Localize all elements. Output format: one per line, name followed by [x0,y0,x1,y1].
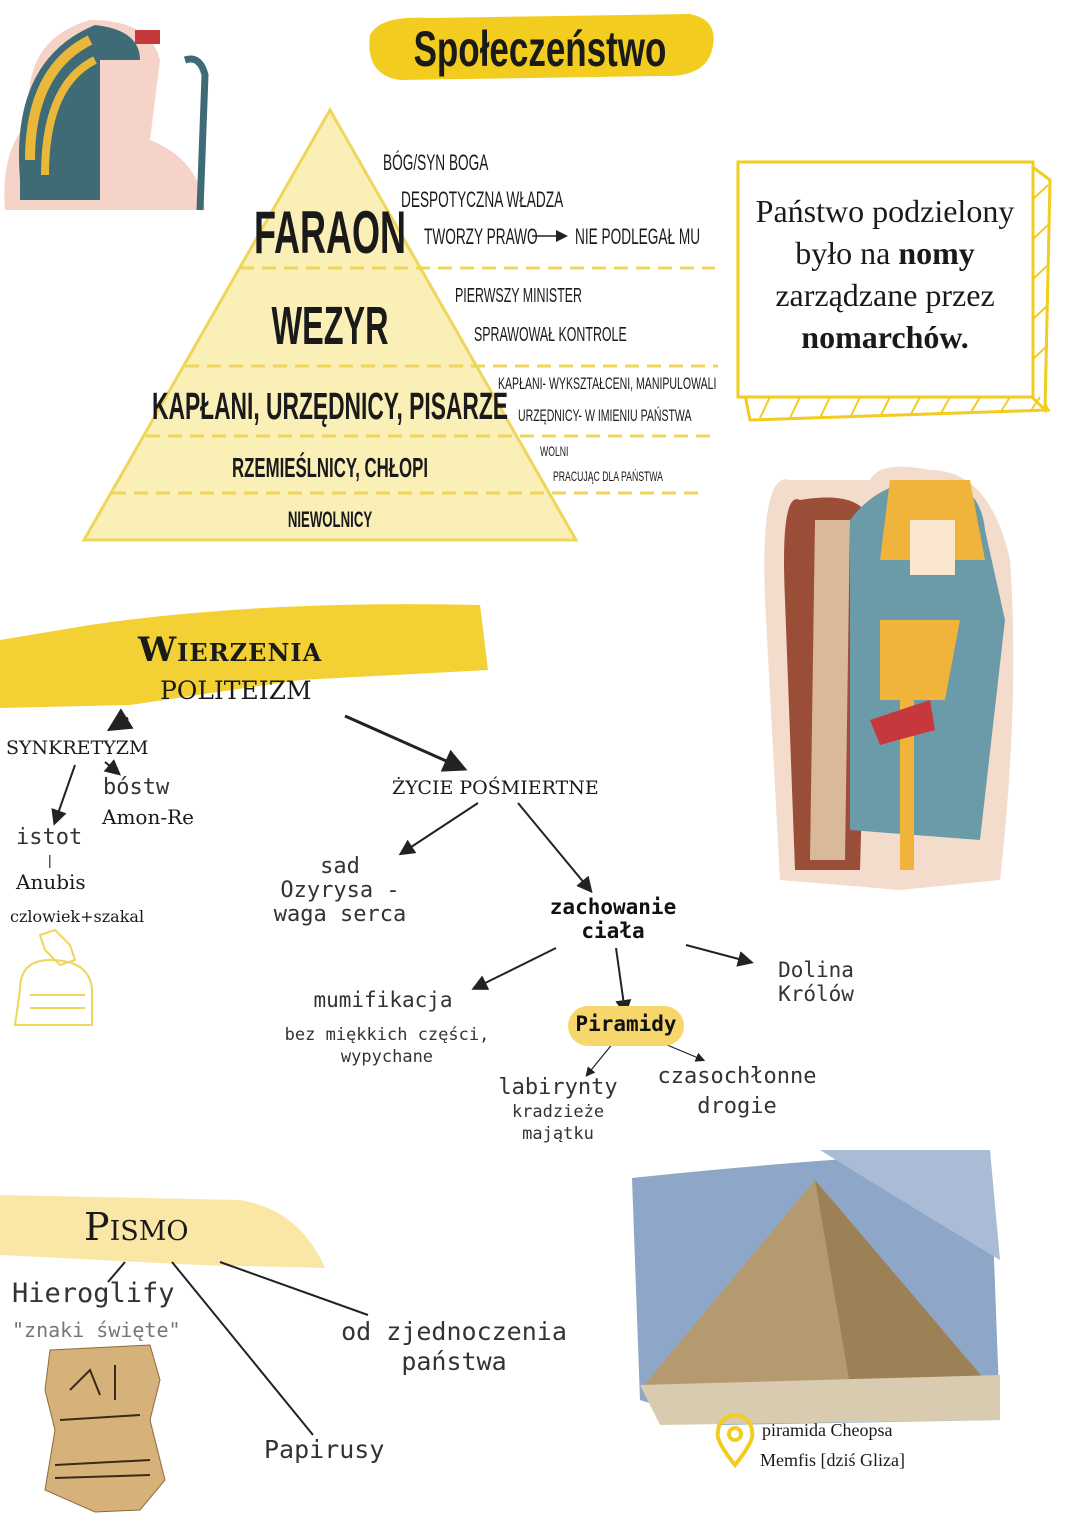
beliefs-heading: Wierzenia [138,630,323,670]
pyramid-level-faraon: FARAON [253,199,407,266]
mumifikacja: mumifikacja [313,988,453,1012]
pyramid-level-niewolnicy: NIEWOLNICY [287,507,373,532]
pyramid-photo [632,1150,1000,1425]
title-highlight [369,14,714,80]
photo-caption-1: piramida Cheopsa [762,1420,893,1440]
labirynty: labirynty [498,1075,618,1100]
note-faraon-4: NIE PODLEGAŁ MU [575,224,701,249]
kradzieze-line: majątku [522,1124,594,1144]
czasochlonne: czasochłonne drogie [658,1062,817,1122]
kradzieze-line: kradzieże [511,1102,605,1122]
note-kaplani-2: URZĘDNICY- W IMIENIU PAŃSTWA [518,406,692,425]
note-wezyr-1: PIERWSZY MINISTER [455,285,583,307]
pyramid-level-wezyr: WEZYR [271,296,389,356]
mumi-line: wypychane [340,1047,434,1067]
mumi-line: bez miękkich części, [284,1025,490,1045]
note-kaplani-1: KAPŁANI- WYKSZTAŁCENI, MANIPULOWALI [498,374,717,393]
amon-re: Amon-Re [102,805,194,829]
photo-caption-2: Memfis [dziś Gliza] [760,1450,905,1470]
czaso-line: drogie [697,1094,777,1119]
info-bold-nomarchow: nomarchów. [801,319,969,355]
info-box-frame [736,160,1052,422]
pyramid-shape [81,106,579,542]
czaso-line: czasochłonne [657,1064,817,1089]
pharaoh-illustration [4,20,209,211]
info-line-3: zarządzane przez [775,277,995,313]
note-faraon-2: DESPOTYCZNA WŁADZA [401,187,564,212]
anubis: Anubis [16,870,86,894]
connector-dash: | [48,852,52,868]
czlowiek-szakal: czlowiek+szakal [10,907,145,926]
piramidy: Piramidy [575,1012,677,1036]
papyrus-illustration [44,1344,166,1513]
papirusy: Papirusy [264,1435,385,1464]
znaki-swiete: "znaki święte" [12,1318,181,1342]
info-text: było na [795,235,899,271]
pyramid-dividers [112,266,718,495]
sad-line: sad [320,854,360,879]
info-line-1: Państwo podzielony [755,193,1015,229]
beliefs-highlight [0,604,488,708]
writing-highlight [0,1195,325,1268]
sarcophagus-illustration [764,466,1014,890]
istot: istot [16,825,83,850]
dolina-line: Dolina [778,958,854,982]
dolina-line: Królów [778,982,854,1006]
info-line-4: nomarchów. [756,316,1015,358]
mumifikacja-desc: bez miękkich części,wypychane [285,1024,490,1068]
note-faraon-3: TWORZY PRAWO [424,224,538,249]
sad-line: waga serca [273,902,407,927]
note-faraon-1: BÓG/SYN BOGA [383,150,489,175]
note-rzem-1: WOLNI [540,443,569,459]
pyramid-level-kaplani: KAPŁANI, URZĘDNICY, PISARZE [152,386,508,428]
zjed-line: państwa [401,1347,507,1376]
zachowanie-line: zachowanie [549,895,677,919]
zachowanie-line: ciała [581,919,645,943]
zycie-posmiertne: ŻYCIE POŚMIERTNE [392,777,599,799]
anubis-icon [13,928,93,1026]
sad-line: Ozyrysa - [280,878,400,903]
synkretyzm: SYNKRETYZM [6,737,149,759]
writing-heading: Pismo [84,1205,189,1249]
info-line-2: było na nomy [756,232,1015,274]
info-box-text: Państwo podzielony było na nomy zarządza… [756,190,1015,358]
pyramid-level-rzemieslnicy: RZEMIEŚLNICY, CHŁOPI [231,452,429,483]
info-bold-nomy: nomy [898,235,975,271]
hieroglify: Hieroglify [12,1278,175,1309]
beliefs-subheading: POLITEIZM [160,676,312,705]
bostw: bóstw [103,775,170,800]
zjed-line: od zjednoczenia [341,1317,567,1346]
location-pin-icon [715,1413,755,1469]
page-title: Społeczeństwo [413,21,667,77]
piramidy-highlight [568,1006,684,1046]
note-wezyr-2: SPRAWOWAŁ KONTROLE [474,324,627,346]
note-rzem-2: PRACUJĄC DLA PAŃSTWA [553,468,663,484]
